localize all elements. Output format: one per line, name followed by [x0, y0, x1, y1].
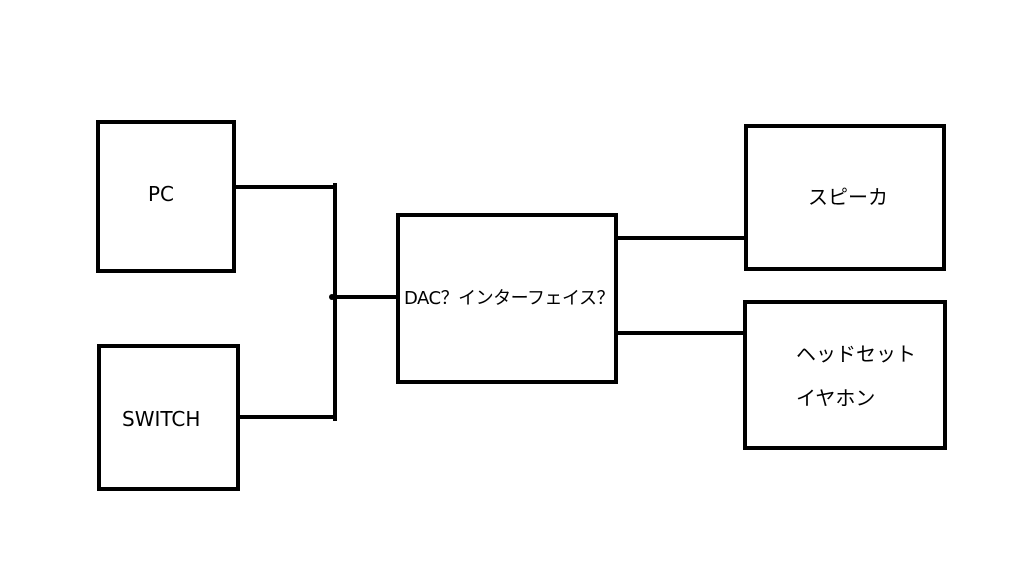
headset-earphone-box: [743, 300, 947, 450]
speaker-box: [744, 124, 946, 271]
switch-box: [97, 344, 240, 491]
earphone-label: イヤホン: [796, 386, 876, 410]
headset-label: ヘッドセット: [796, 342, 916, 366]
headset-connector-line: [618, 331, 743, 335]
junction-dot: [329, 294, 335, 300]
pc-label: PC: [148, 182, 175, 206]
dac-interface-label: DAC？インターフェイス？: [404, 288, 615, 309]
dac-interface-box: [396, 213, 618, 384]
speaker-label: スピーカ: [808, 185, 888, 209]
pc-box: [96, 120, 236, 273]
speaker-connector-line: [618, 236, 744, 240]
merge-vertical-line: [333, 183, 337, 421]
switch-connector-line: [240, 415, 337, 419]
switch-label: SWITCH: [122, 407, 201, 431]
dac-input-line: [333, 295, 396, 299]
pc-connector-line: [236, 185, 337, 189]
